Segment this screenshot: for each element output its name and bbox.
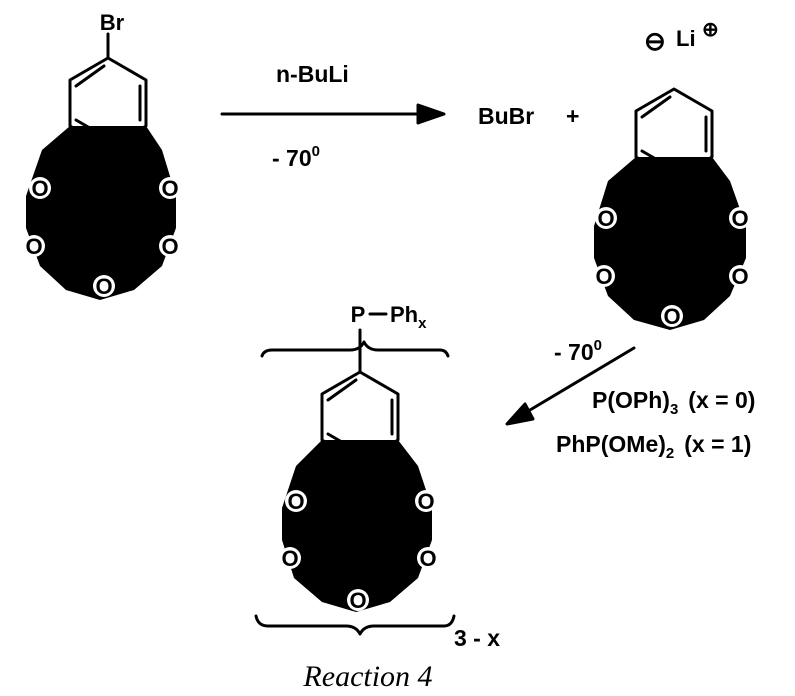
fluorine-label: F — [105, 168, 118, 193]
plus-sign: + — [566, 103, 579, 129]
molecule-lithiated-crown: O O O O O F ⊖ Li ⊕ — [593, 19, 751, 330]
oxygen-label: O — [597, 206, 614, 231]
step1-temperature: - 700 — [272, 143, 320, 171]
reagent-triphenyl-phosphite: P(OPh)3(x = 0) — [592, 387, 755, 418]
oxygen-label: O — [25, 234, 42, 259]
lithium-label: Li — [676, 26, 696, 51]
reaction-arrow-1 — [220, 103, 446, 125]
oxygen-label: O — [161, 176, 178, 201]
byproduct-bubr: BuBr — [478, 103, 534, 129]
oxygen-label: O — [731, 206, 748, 231]
oxygen-atoms: O O O O O — [23, 176, 181, 299]
oxygen-label: O — [31, 176, 48, 201]
molecule-phosphine-crown: P Phx O O O O O F 3 - x — [254, 302, 500, 651]
crown-ether-chain — [594, 157, 746, 330]
oxygen-label: O — [349, 588, 366, 613]
figure-caption: Reaction 4 — [302, 660, 432, 693]
lithium-charge: ⊕ — [702, 19, 719, 41]
oxygen-label: O — [95, 274, 112, 299]
carbanion-charge: ⊖ — [644, 26, 666, 56]
oxygen-label: O — [161, 234, 178, 259]
step2-temperature: - 700 — [554, 337, 602, 365]
fluorine-label: F — [357, 482, 370, 507]
upper-brace — [260, 340, 450, 358]
oxygen-label: O — [281, 546, 298, 571]
multiplier-label: 3 - x — [454, 625, 500, 651]
oxygen-atoms: O O O O O — [279, 489, 439, 613]
crown-ether-chain — [26, 126, 176, 300]
bromine-label: Br — [100, 10, 125, 35]
reagent-nbuli: n-BuLi — [276, 61, 349, 87]
crown-ether-chain — [282, 440, 432, 612]
oxygen-atoms: O O O O O — [593, 206, 751, 329]
oxygen-label: O — [595, 264, 612, 289]
oxygen-label: O — [287, 489, 304, 514]
phosphorus-label: P — [351, 302, 366, 327]
phenyl-label: Phx — [390, 302, 427, 332]
fluorine-label: F — [671, 198, 684, 223]
oxygen-label: O — [419, 546, 436, 571]
molecule-bromo-fluoro-crown: O O O O O Br F — [23, 10, 181, 300]
oxygen-label: O — [663, 304, 680, 329]
reaction-arrow-2 — [505, 346, 636, 426]
oxygen-label: O — [731, 264, 748, 289]
lower-brace — [254, 614, 456, 636]
reagent-phenylphosphonite: PhP(OMe)2(x = 1) — [556, 431, 751, 462]
oxygen-label: O — [417, 489, 434, 514]
